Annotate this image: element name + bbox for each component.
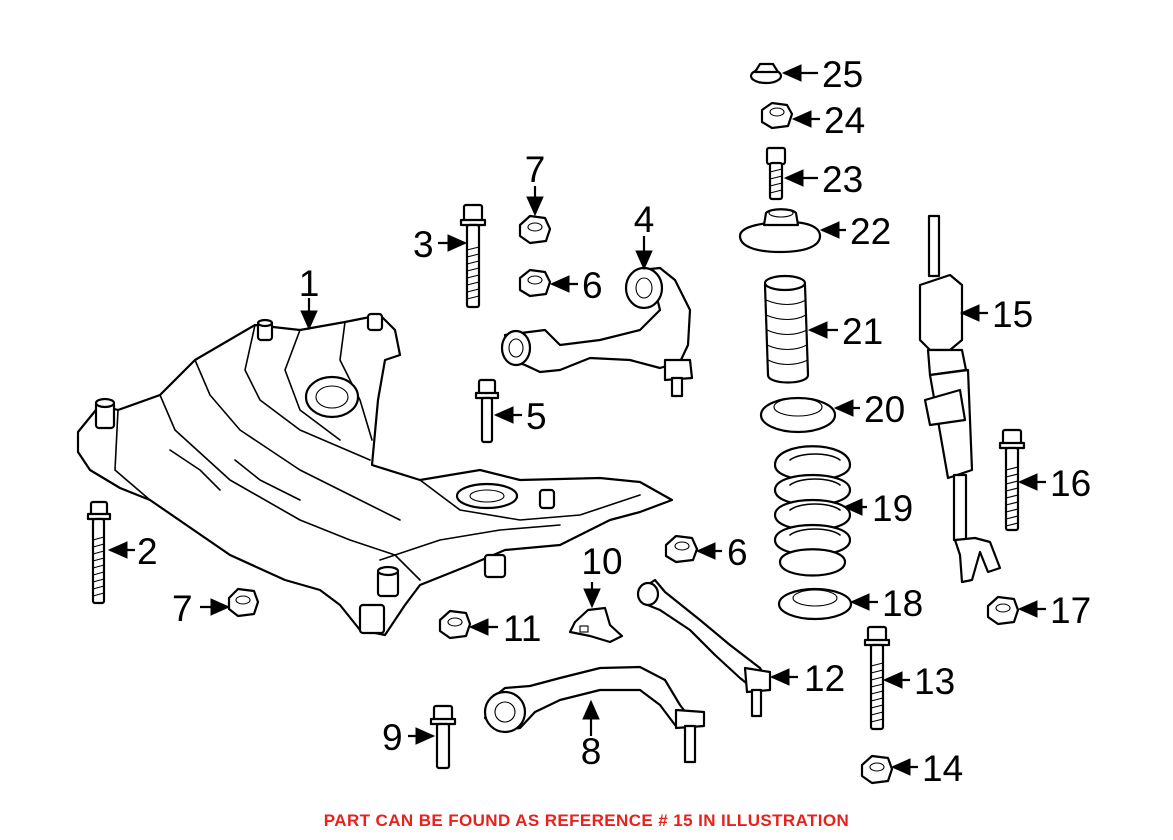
strut-mount-part-22[interactable] (738, 208, 822, 254)
nut-part-24[interactable] (760, 101, 794, 130)
callout-4: 4 (634, 199, 655, 240)
callout-1: 1 (299, 263, 320, 304)
callout-16: 16 (1050, 463, 1091, 504)
callout-15: 15 (992, 294, 1033, 335)
bolt-part-9[interactable] (429, 704, 457, 770)
nut-part-6b[interactable] (664, 534, 699, 564)
strut-arm-part-12[interactable] (636, 578, 772, 718)
callout-2: 2 (137, 531, 158, 572)
coil-spring-part-19[interactable] (773, 445, 852, 577)
callout-13: 13 (914, 661, 955, 702)
nut-part-6a[interactable] (518, 268, 552, 298)
callout-12: 12 (804, 658, 845, 699)
callout-24: 24 (824, 100, 865, 141)
callout-10: 10 (581, 541, 622, 582)
bolt-part-13[interactable] (863, 625, 891, 731)
callout-3: 3 (413, 224, 434, 265)
bolt-part-2[interactable] (86, 500, 112, 605)
callout-6b: 6 (727, 532, 748, 573)
bolt-part-5[interactable] (474, 378, 500, 444)
upper-control-arm-part-4[interactable] (500, 266, 694, 398)
callout-11: 11 (503, 608, 541, 649)
bolt-part-16[interactable] (998, 428, 1026, 532)
callout-7a: 7 (525, 149, 546, 190)
nut-part-7b[interactable] (227, 587, 260, 618)
callout-8: 8 (581, 731, 602, 772)
callout-7b: 7 (172, 588, 193, 629)
callout-20: 20 (864, 389, 905, 430)
callout-9: 9 (382, 717, 403, 758)
bolt-part-3[interactable] (459, 203, 487, 309)
bracket-part-10[interactable] (568, 606, 624, 644)
callout-22: 22 (850, 211, 891, 252)
bolt-part-23[interactable] (765, 146, 787, 201)
callout-25: 25 (822, 54, 863, 95)
callout-21: 21 (842, 311, 883, 352)
reference-note: PART CAN BE FOUND AS REFERENCE # 15 IN I… (323, 811, 850, 830)
callout-5: 5 (526, 396, 547, 437)
nut-part-17[interactable] (986, 595, 1020, 626)
nut-part-7a[interactable] (518, 214, 552, 245)
callout-23: 23 (822, 159, 863, 200)
callout-19: 19 (872, 488, 913, 529)
nut-part-14[interactable] (860, 754, 894, 785)
nut-part-11[interactable] (438, 609, 472, 640)
callout-17: 17 (1050, 590, 1091, 631)
callout-arrows (107, 64, 1046, 776)
spring-pad-part-20[interactable] (759, 396, 837, 434)
callout-18: 18 (882, 583, 923, 624)
lower-control-arm-part-8[interactable] (483, 665, 706, 764)
callout-14: 14 (922, 748, 963, 789)
subframe-part[interactable] (76, 312, 674, 637)
dust-boot-part-21[interactable] (763, 274, 810, 384)
cap-part-25[interactable] (749, 62, 783, 85)
spring-seat-part-18[interactable] (777, 587, 853, 621)
callout-6a: 6 (582, 265, 603, 306)
shock-absorber-part-15[interactable] (918, 214, 1002, 584)
callout-labels: 1 2 3 4 5 6 6 7 7 8 9 10 11 12 13 14 15 … (137, 54, 1091, 789)
